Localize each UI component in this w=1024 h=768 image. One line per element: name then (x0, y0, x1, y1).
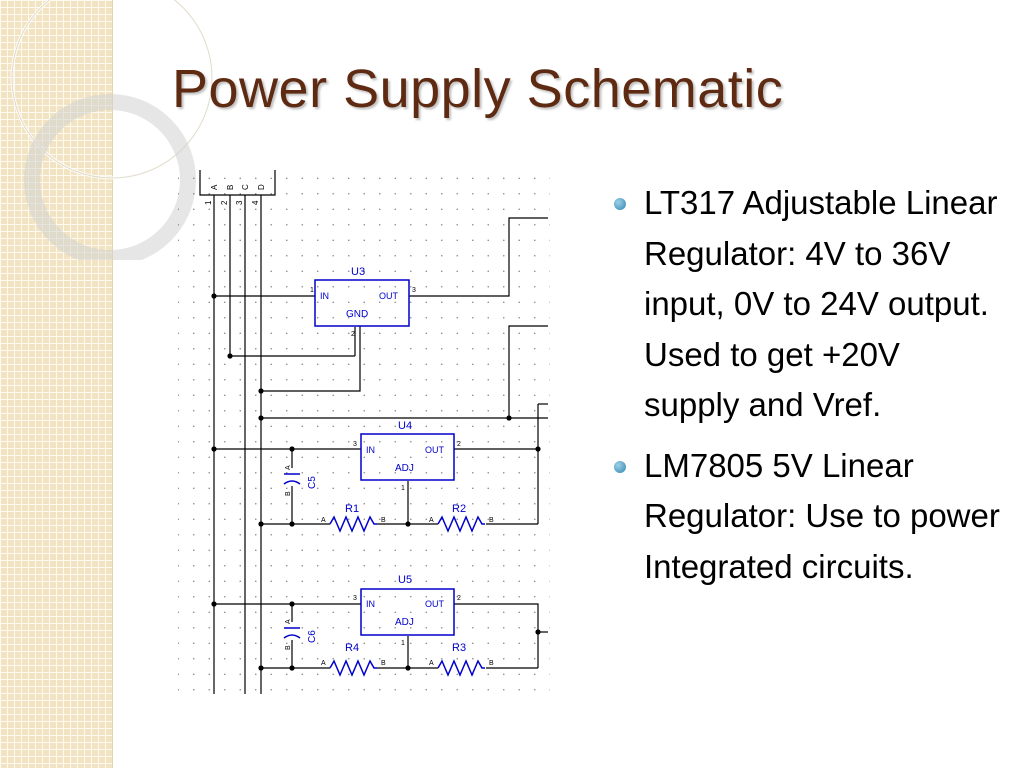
u3-pin-in: 1 (310, 287, 314, 294)
u5-ref: U5 (398, 574, 412, 586)
bullet-text: LM7805 5V Linear Regulator: Use to power… (644, 446, 1000, 585)
u4-out-label: OUT (425, 445, 445, 455)
u3-out-label: OUT (379, 291, 399, 301)
u5-pin-in: 3 (353, 595, 357, 602)
r3-pin-b: B (489, 660, 494, 667)
u5-adj-label: ADJ (395, 617, 414, 628)
c5-ref: C5 (307, 476, 318, 489)
bullet-text: LT317 Adjustable Linear Regulator: 4V to… (644, 184, 998, 423)
u5-out-label: OUT (425, 599, 445, 609)
bullet-item: LT317 Adjustable Linear Regulator: 4V to… (612, 178, 1004, 431)
r1-pin-b: B (381, 517, 386, 524)
u5-pin-out: 2 (457, 595, 461, 602)
u4-pin-adj: 1 (401, 485, 405, 492)
u3-pin-gnd: 2 (351, 331, 355, 338)
u4-in-label: IN (366, 445, 375, 455)
r3-ref: R3 (452, 642, 466, 654)
r1-ref: R1 (345, 503, 359, 515)
r1-pin-a: A (321, 517, 326, 524)
c6-pin-a: A (285, 619, 292, 624)
u5-pin-adj: 1 (401, 640, 405, 647)
sidebar-pattern (0, 0, 113, 768)
regulator-u4: U4 IN OUT ADJ 3 2 1 (353, 420, 461, 492)
capacitor-c5: C5 A B (283, 465, 318, 496)
u3-pin-out: 3 (412, 287, 416, 294)
resistor-r4 (329, 659, 377, 677)
u3-gnd-label: GND (346, 309, 368, 320)
c5-pin-b: B (285, 491, 292, 496)
c6-pin-b: B (285, 645, 292, 650)
connector-letter-d: D (257, 184, 266, 190)
resistor-r3 (437, 659, 485, 677)
resistor-r2 (437, 515, 485, 533)
resistor-r1 (329, 515, 377, 533)
c6-ref: C6 (307, 630, 318, 643)
slide-title: Power Supply Schematic (172, 59, 784, 119)
bullet-item: LM7805 5V Linear Regulator: Use to power… (612, 441, 1004, 593)
r2-pin-a: A (429, 517, 434, 524)
r4-pin-b: B (381, 660, 386, 667)
connector-pin-2: 2 (220, 200, 229, 205)
bullet-dot-icon (614, 198, 626, 210)
connector-letter-c: C (241, 184, 250, 190)
connector-pin-4: 4 (251, 200, 260, 205)
connector-letter-b: B (226, 185, 235, 190)
bullet-dot-icon (614, 460, 626, 473)
regulator-u5: U5 IN OUT ADJ 3 2 1 (353, 574, 461, 647)
connector-pin-1: 1 (204, 200, 213, 205)
c5-pin-a: A (285, 465, 292, 470)
connector-letter-a: A (210, 184, 219, 190)
u4-pin-in: 3 (353, 441, 357, 448)
r2-pin-b: B (489, 517, 494, 524)
u4-adj-label: ADJ (395, 463, 414, 474)
u5-in-label: IN (366, 599, 375, 609)
r4-pin-a: A (321, 660, 326, 667)
r3-pin-a: A (429, 660, 434, 667)
capacitor-c6: C6 A B (283, 619, 318, 650)
u4-pin-out: 2 (457, 441, 461, 448)
u3-ref: U3 (351, 266, 365, 278)
u3-in-label: IN (320, 291, 329, 301)
connector-pin-3: 3 (235, 200, 244, 205)
u4-ref: U4 (398, 420, 412, 432)
regulator-u3: U3 IN OUT GND 1 3 2 (310, 266, 416, 338)
r4-ref: R4 (345, 642, 359, 654)
power-supply-schematic: A B C D 1 2 3 4 U3 IN OUT GND 1 3 2 U4 I… (178, 168, 550, 694)
r2-ref: R2 (452, 503, 466, 515)
bullet-list: LT317 Adjustable Linear Regulator: 4V to… (612, 178, 1004, 602)
